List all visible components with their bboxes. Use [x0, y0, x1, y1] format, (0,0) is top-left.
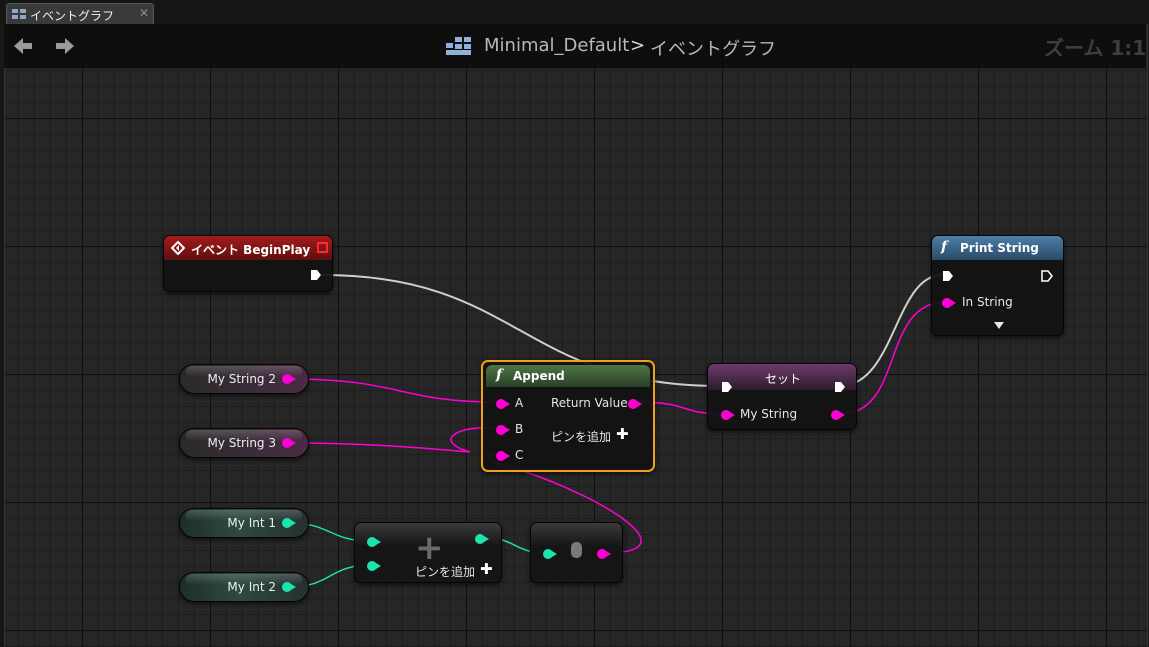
- arrow-right-icon[interactable]: [54, 35, 76, 57]
- var-label: My String 3: [207, 436, 276, 450]
- return-value-pin[interactable]: [628, 399, 642, 409]
- int-in-pin[interactable]: [543, 549, 557, 559]
- pin-a-label: A: [515, 396, 524, 410]
- expand-arrow-icon[interactable]: [993, 321, 1005, 330]
- tab-event-graph[interactable]: イベントグラフ ✕: [6, 3, 154, 24]
- gloss: [186, 366, 302, 377]
- int-to-string-node[interactable]: [530, 522, 623, 583]
- output-pin[interactable]: [282, 438, 296, 448]
- node-title-text: セット: [765, 372, 802, 386]
- breadcrumb-current: イベントグラフ: [650, 39, 776, 60]
- event-beginplay-node[interactable]: イベント BeginPlay: [163, 235, 333, 292]
- gloss: [186, 574, 302, 585]
- return-value-label: Return Value: [551, 396, 628, 410]
- my-string-label: My String: [740, 407, 798, 421]
- node-title-text: Append: [513, 369, 565, 383]
- event-diamond-icon: [171, 241, 185, 255]
- pin-b-label: B: [515, 422, 524, 436]
- my-string-2-getter[interactable]: My String 2: [179, 364, 309, 394]
- breadcrumb-root[interactable]: Minimal_Default: [484, 35, 630, 56]
- breadcrumb-separator: >: [630, 35, 646, 56]
- exec-in-pin[interactable]: [942, 270, 954, 282]
- zoom-level: ズーム 1:1: [1044, 36, 1147, 60]
- pin-b[interactable]: [496, 425, 510, 435]
- node-title-text: Print String: [960, 241, 1039, 255]
- add-symbol: +: [415, 528, 444, 568]
- output-pin[interactable]: [282, 582, 296, 592]
- my-string-out-pin[interactable]: [831, 410, 845, 420]
- var-label: My Int 2: [227, 580, 276, 594]
- int-in-pin-a[interactable]: [367, 537, 381, 547]
- arrow-left-icon[interactable]: [12, 35, 34, 57]
- print-string-node[interactable]: f Print String In String: [931, 235, 1064, 336]
- exec-out-pin[interactable]: [834, 381, 846, 393]
- add-pin-label[interactable]: ピンを追加: [551, 430, 612, 444]
- convert-icon: [571, 542, 582, 558]
- in-string-label: In String: [962, 295, 1013, 309]
- add-int-node[interactable]: + ピンを追加 ✚: [354, 522, 502, 583]
- in-string-pin[interactable]: [942, 298, 956, 308]
- tab-strip: イベントグラフ ✕: [0, 0, 1149, 24]
- function-icon: f: [496, 367, 503, 383]
- node-title: セット: [708, 364, 856, 390]
- pin-a[interactable]: [496, 399, 510, 409]
- exec-out-pin[interactable]: [310, 269, 322, 281]
- node-title: f Append: [486, 365, 650, 387]
- plus-icon[interactable]: ✚: [616, 425, 629, 443]
- output-pin[interactable]: [282, 518, 296, 528]
- var-label: My Int 1: [227, 516, 276, 530]
- string-out-pin[interactable]: [597, 549, 611, 559]
- int-out-pin[interactable]: [475, 534, 489, 544]
- var-label: My String 2: [207, 372, 276, 386]
- node-title: f Print String: [932, 236, 1063, 260]
- node-title: イベント BeginPlay: [164, 236, 332, 260]
- my-string-in-pin[interactable]: [721, 410, 735, 420]
- blueprint-icon: [446, 37, 471, 55]
- my-int-1-getter[interactable]: My Int 1: [179, 508, 309, 538]
- graph-icon: [12, 9, 26, 19]
- function-icon: f: [941, 239, 948, 255]
- exec-out-pin[interactable]: [1041, 270, 1053, 282]
- int-in-pin-b[interactable]: [367, 561, 381, 571]
- tab-label: イベントグラフ: [30, 9, 115, 23]
- node-title-text: イベント BeginPlay: [191, 243, 311, 257]
- exec-in-pin[interactable]: [721, 381, 733, 393]
- my-string-3-getter[interactable]: My String 3: [179, 428, 309, 458]
- plus-icon[interactable]: ✚: [480, 560, 493, 578]
- output-pin[interactable]: [282, 374, 296, 384]
- gloss: [186, 430, 302, 441]
- my-int-2-getter[interactable]: My Int 2: [179, 572, 309, 602]
- delegate-pin-icon[interactable]: [317, 242, 328, 253]
- add-pin-label[interactable]: ピンを追加: [415, 565, 476, 579]
- gloss: [186, 510, 302, 521]
- close-icon[interactable]: ✕: [139, 6, 150, 20]
- pin-c-label: C: [515, 448, 524, 462]
- graph-header: Minimal_Default > イベントグラフ ズーム 1:1: [4, 24, 1146, 68]
- append-node[interactable]: f Append A B C Return Value ピンを追加 ✚: [481, 360, 655, 472]
- set-node[interactable]: セット My String: [707, 363, 857, 430]
- pin-c[interactable]: [496, 451, 510, 461]
